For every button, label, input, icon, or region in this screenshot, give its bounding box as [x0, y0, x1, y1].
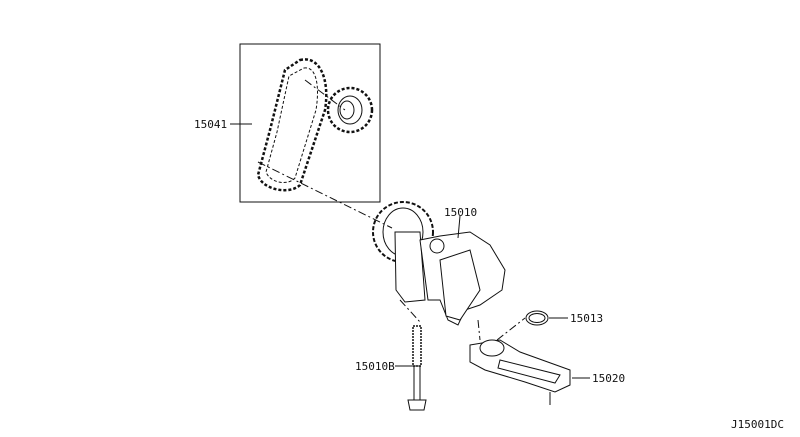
- oil-pump: [394, 215, 506, 326]
- label-oil-strainer: 15020: [592, 372, 626, 385]
- label-o-ring: 15013: [570, 312, 604, 325]
- chain-kit-box: [230, 43, 381, 203]
- alignment-lines: [257, 79, 526, 341]
- label-oil-pump: 15010: [444, 206, 478, 219]
- pump-bolt: [395, 325, 427, 411]
- o-ring: [525, 310, 568, 326]
- timing-chain: [256, 58, 328, 192]
- oil-strainer: [469, 339, 590, 405]
- diagram-code: J15001DC: [731, 418, 784, 431]
- label-pump-bolt: 15010B: [355, 360, 395, 373]
- label-timing-chain: 15041: [194, 118, 228, 131]
- crank-sprocket: [326, 86, 374, 134]
